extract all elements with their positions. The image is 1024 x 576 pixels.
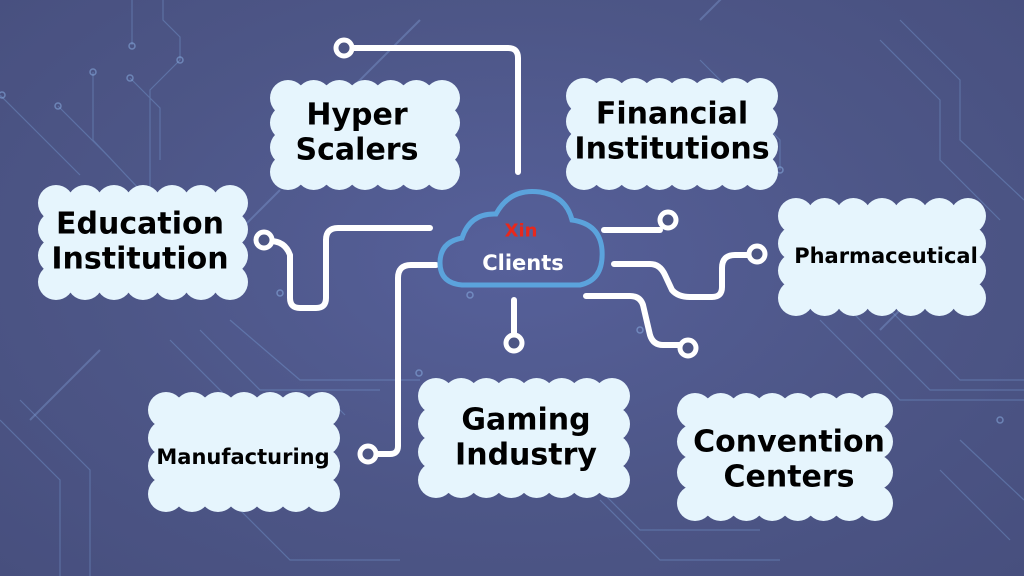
hub-label: Clients [482, 251, 564, 275]
cloud-hyper-scalers [270, 80, 460, 190]
cloud-education-institution [38, 185, 248, 300]
client-financial-institutions: Financial Institutions [574, 96, 770, 166]
connector-manufacturing [369, 262, 439, 457]
client-convention-centers: Convention Centers [693, 424, 885, 494]
connector-hyper-scalers [349, 45, 521, 175]
connector-education [267, 225, 433, 311]
node-financial [657, 209, 679, 231]
client-manufacturing: Manufacturing [156, 444, 330, 469]
cloud-financial-institutions [566, 78, 778, 190]
brand-name: Xin [504, 220, 538, 242]
client-education-institution: Education Institution [51, 206, 229, 276]
client-pharmaceutical: Pharmaceutical [794, 243, 978, 268]
connector-convention [583, 293, 685, 348]
cloud-manufacturing [148, 392, 340, 512]
node-pharmaceutical [746, 243, 768, 265]
node-gaming [503, 332, 525, 354]
node-convention [677, 337, 699, 359]
cloud-convention-centers [677, 393, 893, 521]
node-manufacturing [357, 443, 379, 465]
cloud-pharmaceutical [778, 198, 986, 316]
node-hyper-scalers [333, 37, 355, 59]
connector-pharmaceical [611, 252, 755, 300]
cloud-gaming-industry [418, 378, 630, 498]
node-education [253, 229, 275, 251]
hub-cloud-outline [437, 188, 605, 288]
client-hyper-scalers: Hyper Scalers [295, 97, 419, 167]
client-gaming-industry: Gaming Industry [455, 402, 597, 472]
